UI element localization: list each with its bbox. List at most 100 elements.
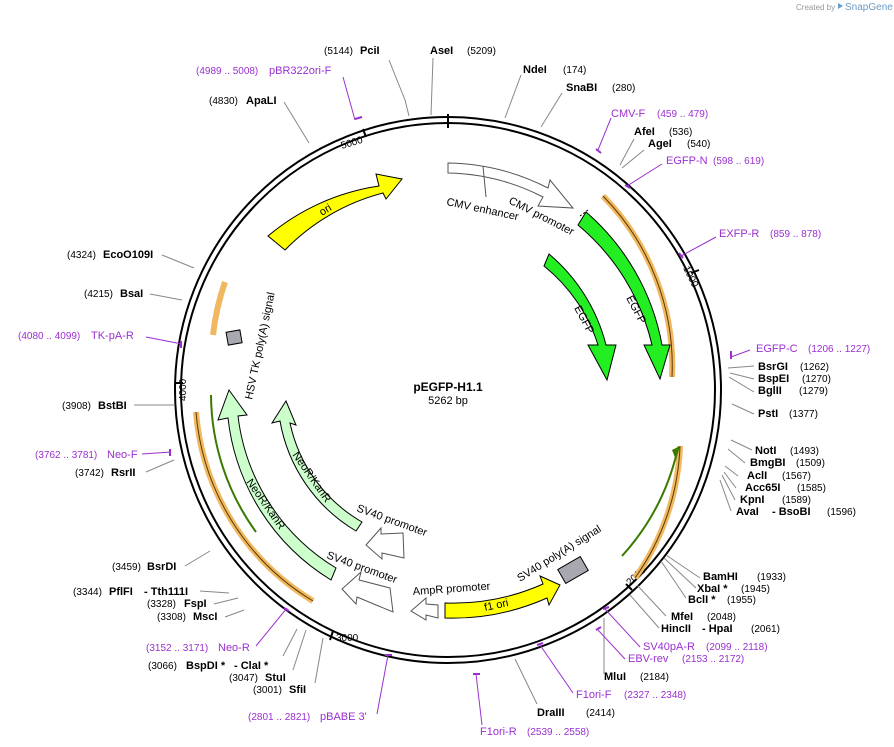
primer-marks: [169, 116, 732, 675]
enzyme-label[interactable]: BglII: [758, 385, 782, 397]
plasmid-name: pEGFP-H1.1: [413, 380, 483, 394]
enzyme-label[interactable]: BmgBI: [750, 457, 785, 469]
primer-range: (4989 .. 5008): [196, 66, 258, 77]
primer-label[interactable]: EGFP-C: [756, 343, 798, 355]
orf-arc-top-left: [210, 281, 228, 336]
enzyme-label[interactable]: NotI: [755, 445, 776, 457]
enzyme-pos: (3308): [157, 612, 186, 623]
enzyme-label[interactable]: FspI: [184, 598, 207, 610]
egfp-inner-arrow: [543, 253, 617, 382]
primer-label[interactable]: CMV-F: [611, 108, 646, 120]
enzyme-label[interactable]: MscI: [193, 611, 217, 623]
primer-range: (3152 .. 3171): [146, 643, 208, 654]
enzyme-label[interactable]: StuI: [265, 672, 286, 684]
primer-label[interactable]: pBABE 3': [320, 711, 367, 723]
enzyme-label[interactable]: ApaLI: [246, 95, 277, 107]
enzyme-label[interactable]: AclI: [747, 470, 767, 482]
enzyme-label[interactable]: - HpaI: [702, 623, 733, 635]
enzyme-label[interactable]: HincII: [661, 623, 691, 635]
enzyme-label[interactable]: AfeI: [634, 126, 655, 138]
enzyme-label[interactable]: PstI: [758, 408, 778, 420]
primer-label[interactable]: TK-pA-R: [91, 330, 134, 342]
enzyme-label[interactable]: BclI *: [688, 594, 716, 606]
enzyme-label[interactable]: PciI: [360, 45, 380, 57]
ruler-tick-4000: 4000: [175, 378, 189, 401]
plasmid-size: 5262 bp: [428, 395, 468, 407]
enzyme-label[interactable]: BspEI: [758, 373, 789, 385]
enzyme-label[interactable]: NdeI: [523, 64, 547, 76]
f1-ori-arrow: [444, 575, 561, 619]
primer-label[interactable]: EGFP-N: [666, 155, 708, 167]
enzyme-pos: (5144): [324, 46, 353, 57]
primer-label[interactable]: EXFP-R: [719, 228, 759, 240]
sv40-promoter-inner-arrow: [365, 526, 405, 561]
primer-range: (2801 .. 2821): [248, 712, 310, 723]
primer-range: (2153 .. 2172): [682, 654, 744, 665]
primer-label[interactable]: F1ori-F: [576, 689, 612, 701]
svg-text:3000: 3000: [336, 633, 359, 644]
neo-right-arc: [621, 451, 678, 557]
ruler-tick-1000: 1000: [680, 264, 700, 289]
enzyme-label[interactable]: AgeI: [648, 138, 672, 150]
primer-label[interactable]: SV40pA-R: [643, 641, 695, 653]
primer-label[interactable]: F1ori-R: [480, 726, 517, 738]
ampr-promoter-label: AmpR promoter: [412, 581, 491, 598]
sv40-polya-label: SV40 poly(A) signal: [515, 523, 603, 584]
enzyme-pos: (1567): [782, 471, 811, 482]
enzyme-label[interactable]: BsrGI: [758, 361, 788, 373]
primer-label[interactable]: EBV-rev: [628, 653, 669, 665]
enzyme-pos: (1589): [782, 495, 811, 506]
enzyme-label[interactable]: SnaBI: [566, 82, 597, 94]
enzyme-pos: (3066): [148, 661, 177, 672]
primer-range: (859 .. 878): [770, 229, 821, 240]
enzyme-label[interactable]: AvaI: [736, 506, 759, 518]
neor-inner-label: NeoR/KanR: [290, 450, 334, 505]
primer-label[interactable]: Neo-F: [107, 449, 138, 461]
enzyme-pos: (2048): [707, 612, 736, 623]
primer-range: (459 .. 479): [657, 109, 708, 120]
enzyme-pos: (3459): [112, 562, 141, 573]
enzyme-pos: (3047): [229, 673, 258, 684]
primer-leader-lines: [141, 76, 751, 726]
enzyme-label[interactable]: - BsoBI: [772, 506, 811, 518]
ruler-tick-5000: 5000: [340, 128, 367, 152]
enzyme-label[interactable]: MfeI: [671, 611, 693, 623]
cmv-promoter-arrow: [447, 162, 575, 209]
primer-label[interactable]: pBR322ori-F: [269, 65, 332, 77]
enzyme-label[interactable]: BsaI: [120, 288, 143, 300]
ori-label: ori: [317, 202, 334, 219]
enzyme-label[interactable]: PflFI: [109, 586, 133, 598]
enzyme-label[interactable]: KpnI: [740, 494, 764, 506]
f1-ori-label: f1 ori: [483, 597, 509, 614]
enzyme-label[interactable]: MluI: [604, 671, 626, 683]
enzyme-label[interactable]: BamHI: [703, 571, 738, 583]
snapgene-brand-label: SnapGene: [845, 2, 893, 13]
enzyme-label[interactable]: SfiI: [289, 684, 306, 696]
primer-range: (2539 .. 2558): [527, 727, 589, 738]
enzyme-pos: (1509): [796, 458, 825, 469]
enzyme-pos: (1279): [799, 386, 828, 397]
egfp-outer-arrow: [577, 211, 671, 381]
enzyme-label[interactable]: BstBI: [98, 400, 127, 412]
enzyme-pos: (5209): [467, 46, 496, 57]
enzyme-pos: (4215): [84, 289, 113, 300]
enzyme-label[interactable]: XbaI *: [697, 583, 728, 595]
snapgene-logo-icon: [838, 3, 843, 9]
enzyme-label[interactable]: AseI: [430, 45, 453, 57]
enzyme-label[interactable]: - Tth111I: [144, 586, 188, 598]
enzyme-pos: (4324): [67, 250, 96, 261]
enzyme-pos: (1262): [800, 362, 829, 373]
enzyme-label[interactable]: EcoO109I: [103, 249, 153, 261]
primer-label[interactable]: Neo-R: [218, 642, 250, 654]
enzyme-label[interactable]: Acc65I: [745, 482, 780, 494]
enzyme-label[interactable]: RsrII: [111, 467, 135, 479]
enzyme-pos: (3001): [253, 685, 282, 696]
primer-range: (2327 .. 2348): [624, 690, 686, 701]
enzyme-label[interactable]: BsrDI: [147, 561, 176, 573]
enzyme-pos: (3742): [75, 468, 104, 479]
enzyme-label[interactable]: - ClaI *: [234, 660, 269, 672]
enzyme-label[interactable]: DraIII: [537, 707, 565, 719]
enzyme-label[interactable]: BspDI *: [186, 660, 226, 672]
enzyme-pos: (1377): [789, 409, 818, 420]
